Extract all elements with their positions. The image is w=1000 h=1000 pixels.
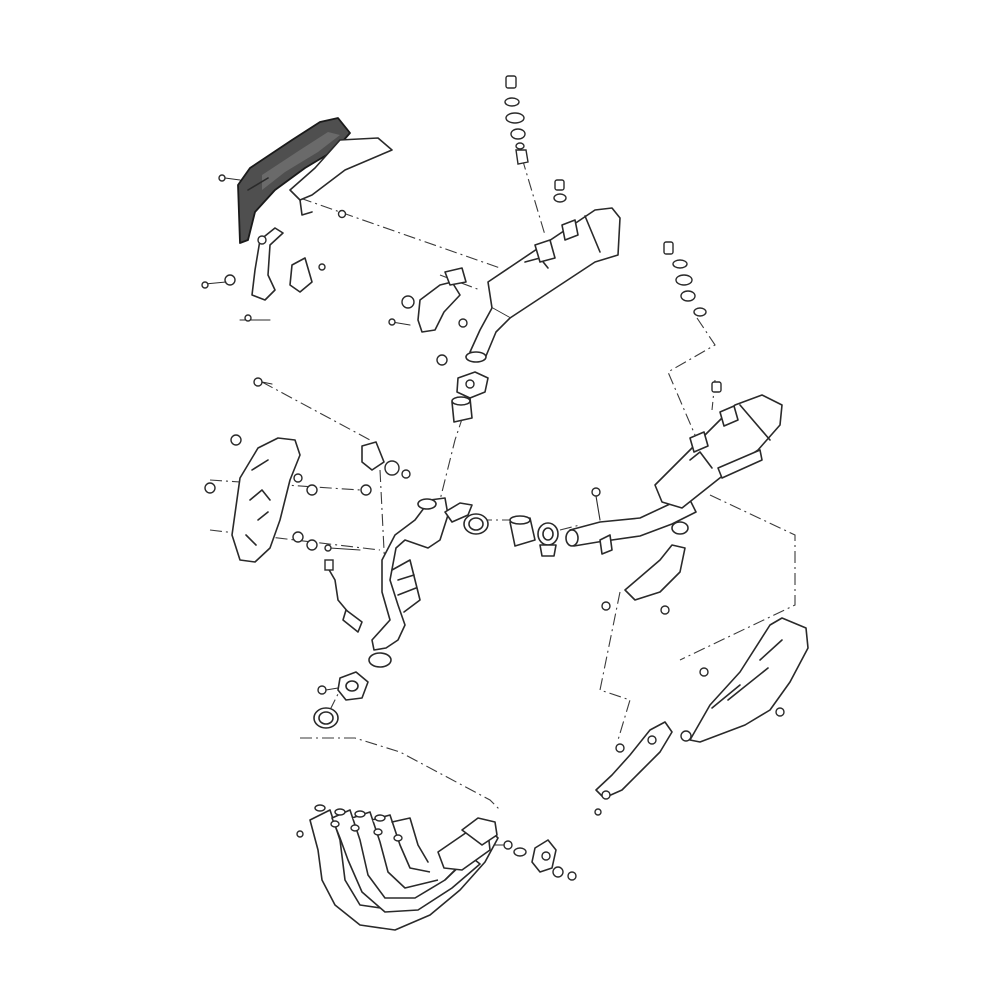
mid-gasket[interactable] — [463, 513, 489, 535]
heat-shield-bracket — [201, 227, 326, 322]
lower-muffler-mount-stack — [663, 241, 722, 393]
right-link-pipe[interactable] — [565, 487, 697, 555]
upper-joint-sleeve[interactable] — [451, 396, 473, 423]
right-heat-guard[interactable] — [680, 617, 809, 743]
shield-bolt-icon — [218, 174, 241, 182]
header-flange[interactable] — [317, 671, 369, 701]
mid-sleeve[interactable] — [509, 515, 536, 547]
header-side-bracket[interactable] — [493, 839, 577, 881]
muffler-mount-stack — [504, 75, 567, 203]
muffler-clamp-band[interactable] — [388, 267, 468, 366]
sensor-bolt-icon — [324, 544, 361, 552]
o2-sensor — [324, 559, 363, 633]
exhaust-headers[interactable] — [309, 809, 499, 931]
shield-nut-icon — [337, 209, 347, 219]
header-gasket[interactable] — [313, 707, 339, 729]
upper-heat-shield-outer — [289, 137, 393, 216]
lower-muffler-bracket[interactable] — [594, 721, 673, 816]
upper-heat-shield-cover[interactable] — [237, 117, 351, 244]
upper-muffler[interactable] — [465, 207, 621, 363]
upper-joint-clamp[interactable] — [456, 371, 489, 399]
mid-pipe-elbow[interactable] — [444, 502, 473, 523]
catalyst-pipe[interactable] — [368, 497, 449, 668]
lower-muffler-cover[interactable] — [601, 521, 689, 615]
left-shield-fasteners — [204, 377, 318, 551]
mid-clamp[interactable] — [537, 522, 559, 557]
left-heat-shield[interactable] — [231, 437, 301, 563]
header-studs — [296, 804, 403, 842]
lower-muffler[interactable] — [654, 394, 783, 509]
damper-bracket — [360, 441, 411, 496]
